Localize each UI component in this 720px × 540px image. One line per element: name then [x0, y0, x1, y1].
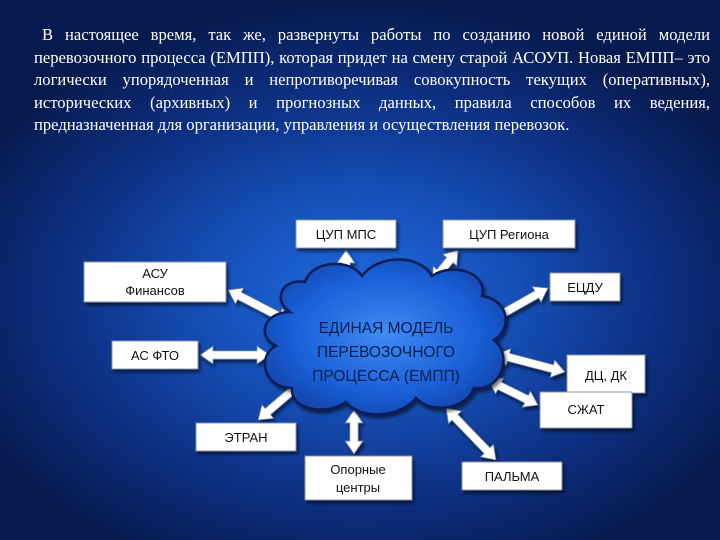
box-opornye-centry	[304, 455, 413, 501]
arrow-dc-dk	[495, 347, 566, 379]
label-finansov: Финансов	[125, 283, 185, 298]
label-dc-dk: ДЦ, ДК	[585, 368, 627, 383]
box-cup-mps	[295, 219, 397, 249]
box-asu-finance	[83, 261, 227, 303]
label-asu: АСУ	[142, 266, 168, 281]
label-centry: центры	[336, 480, 380, 495]
label-opornye: Опорные	[330, 462, 385, 477]
intro-paragraph: В настоящее время, так же, развернуты ра…	[34, 25, 710, 135]
arrow-palma	[445, 407, 497, 461]
label-as-fto: АС ФТО	[131, 348, 179, 363]
box-szhat	[539, 391, 633, 429]
box-ecdu	[549, 272, 621, 302]
arrow-opornye-centry	[344, 409, 364, 455]
label-cup-region: ЦУП Региона	[469, 227, 550, 242]
arrow-as-fto	[199, 345, 271, 365]
label-palma: ПАЛЬМА	[485, 469, 540, 484]
box-palma	[461, 461, 563, 491]
box-cup-region	[442, 219, 576, 249]
box-etran	[195, 422, 297, 452]
center-cloud	[263, 258, 507, 416]
label-etran: ЭТРАН	[224, 430, 267, 445]
box-as-fto	[111, 340, 199, 370]
label-szhat: СЖАТ	[568, 402, 605, 417]
center-title-line1: ЕДИНАЯ МОДЕЛЬ	[319, 320, 454, 337]
center-title-line2: ПЕРЕВОЗОЧНОГО	[317, 344, 455, 361]
label-ecdu: ЕЦДУ	[567, 280, 603, 295]
center-title-line3: ПРОЦЕССА (ЕМПП)	[312, 368, 460, 385]
label-cup-mps: ЦУП МПС	[316, 227, 376, 242]
